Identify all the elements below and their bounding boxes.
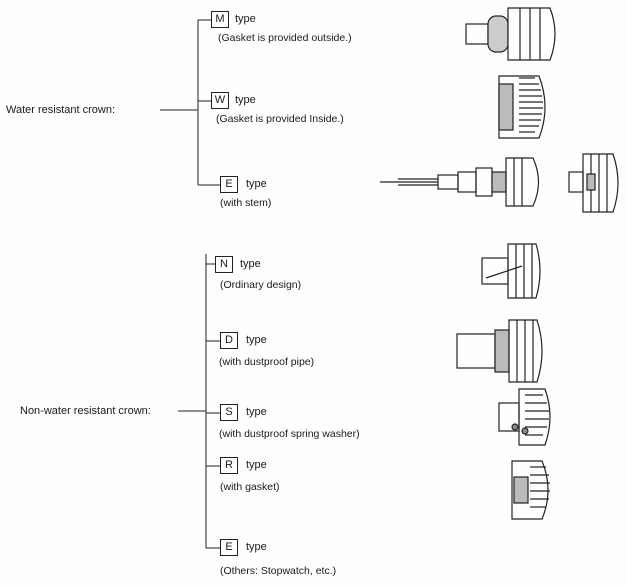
type-description: (Ordinary design) [220, 279, 302, 291]
type-word: type [235, 13, 256, 25]
crown-s-drawing [495, 385, 560, 450]
non-water-resistant-crown-label: Non-water resistant crown: [20, 405, 151, 417]
type-word: type [246, 459, 267, 471]
crown-d-drawing [453, 316, 553, 386]
crown-n-drawing [478, 240, 548, 302]
type-description: (with stem) [220, 197, 272, 209]
type-description: (with gasket) [220, 481, 280, 493]
type-word: type [246, 178, 267, 190]
type-code-box: S [220, 404, 238, 421]
water-resistant-crown-label: Water resistant crown: [6, 104, 116, 116]
type-code-box: E [220, 176, 238, 193]
type-code-box: N [215, 256, 233, 273]
type-word: type [246, 541, 267, 553]
type-code-box: D [220, 332, 238, 349]
crown-r-drawing [508, 455, 558, 525]
type-word: type [235, 94, 256, 106]
type-word: type [246, 334, 267, 346]
type-description: (with dustproof spring washer) [219, 428, 360, 440]
crown-w-drawing [495, 70, 555, 145]
type-description: (with dustproof pipe) [219, 356, 315, 368]
type-word: type [240, 258, 261, 270]
crown-e-side-drawing [565, 148, 625, 218]
type-code-box: W [211, 92, 229, 109]
type-description: (Gasket is provided outside.) [218, 32, 352, 44]
type-code-box: E [220, 539, 238, 556]
type-code-box: M [211, 11, 229, 28]
type-word: type [246, 406, 267, 418]
type-code-box: R [220, 457, 238, 474]
crown-m-drawing [460, 2, 570, 67]
type-description: (Gasket is provided Inside.) [216, 113, 344, 125]
crown-e-stem-drawing [378, 150, 548, 215]
type-description: (Others: Stopwatch, etc.) [220, 565, 337, 577]
